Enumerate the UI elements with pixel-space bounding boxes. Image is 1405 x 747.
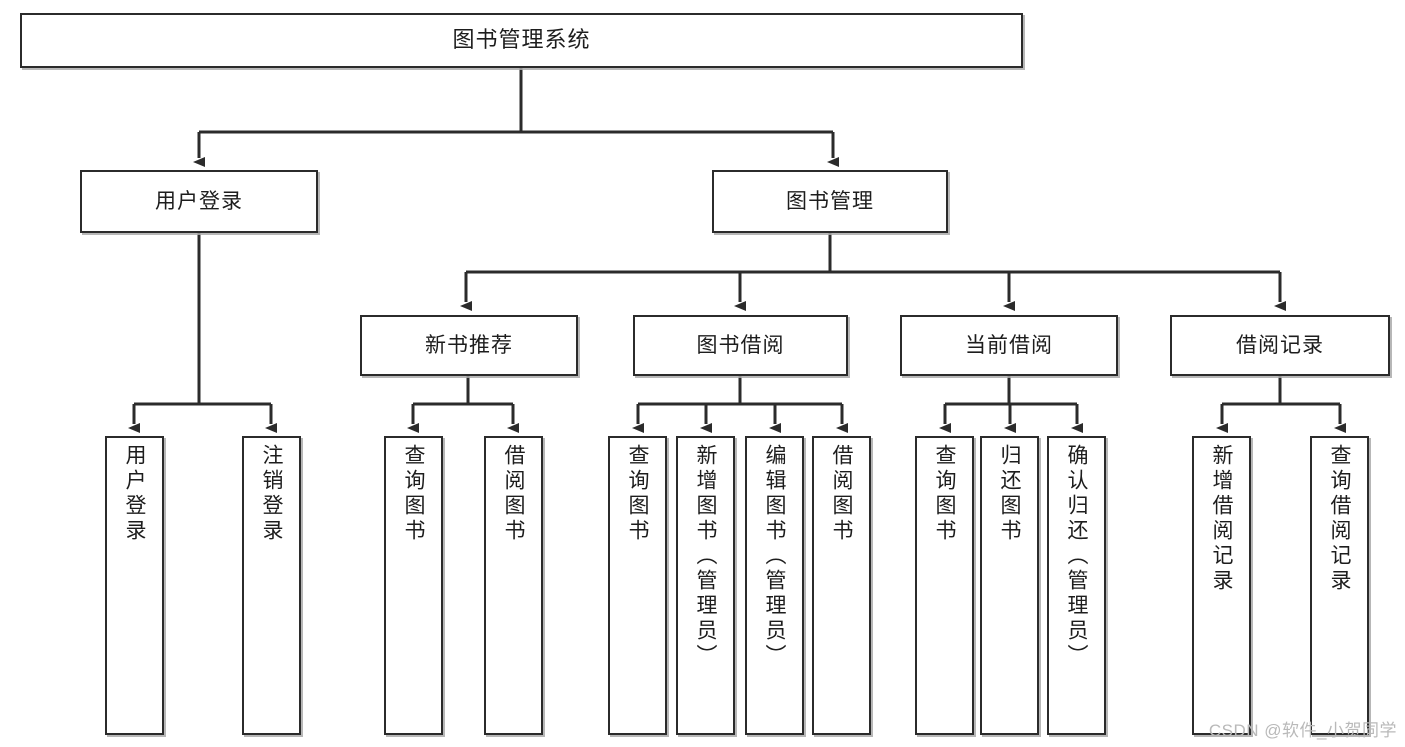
node-label: 图书借阅 bbox=[696, 333, 785, 357]
node-leaf-query-book-1[interactable]: 查询图书 bbox=[384, 436, 443, 735]
node-label: 图书管理 bbox=[786, 189, 874, 213]
node-label: 确认归还（管理员） bbox=[1065, 444, 1088, 669]
watermark-text: CSDN @软件_小贺同学 bbox=[1208, 721, 1397, 740]
node-leaf-borrow-book-1[interactable]: 借阅图书 bbox=[484, 436, 543, 735]
node-label: 新增借阅记录 bbox=[1210, 444, 1233, 594]
node-label: 归还图书 bbox=[998, 444, 1021, 544]
node-leaf-add-book[interactable]: 新增图书（管理员） bbox=[676, 436, 735, 735]
node-book-borrow[interactable]: 图书借阅 bbox=[633, 315, 848, 376]
node-label: 编辑图书（管理员） bbox=[763, 444, 786, 669]
node-leaf-return-book[interactable]: 归还图书 bbox=[980, 436, 1039, 735]
node-label: 借阅图书 bbox=[830, 444, 853, 544]
node-leaf-confirm-return[interactable]: 确认归还（管理员） bbox=[1047, 436, 1106, 735]
node-leaf-query-book-3[interactable]: 查询图书 bbox=[915, 436, 974, 735]
node-label: 用户登录 bbox=[155, 189, 243, 213]
node-label: 当前借阅 bbox=[965, 333, 1053, 357]
node-user-login[interactable]: 用户登录 bbox=[80, 170, 318, 233]
node-label: 用户登录 bbox=[123, 444, 146, 544]
node-label: 查询图书 bbox=[933, 444, 956, 544]
node-root-book-management-system[interactable]: 图书管理系统 bbox=[20, 13, 1023, 68]
node-label: 查询图书 bbox=[402, 444, 425, 544]
node-label: 图书管理系统 bbox=[452, 27, 591, 53]
node-borrow-record[interactable]: 借阅记录 bbox=[1170, 315, 1390, 376]
node-label: 新增图书（管理员） bbox=[694, 444, 717, 669]
node-leaf-borrow-book-2[interactable]: 借阅图书 bbox=[812, 436, 871, 735]
node-label: 查询图书 bbox=[626, 444, 649, 544]
node-current-borrow[interactable]: 当前借阅 bbox=[900, 315, 1118, 376]
node-label: 借阅图书 bbox=[502, 444, 525, 544]
node-new-book-recommend[interactable]: 新书推荐 bbox=[360, 315, 578, 376]
node-leaf-query-record[interactable]: 查询借阅记录 bbox=[1310, 436, 1369, 735]
node-leaf-add-record[interactable]: 新增借阅记录 bbox=[1192, 436, 1251, 735]
node-label: 查询借阅记录 bbox=[1328, 444, 1351, 594]
node-leaf-logout-login[interactable]: 注销登录 bbox=[242, 436, 301, 735]
node-leaf-edit-book[interactable]: 编辑图书（管理员） bbox=[745, 436, 804, 735]
node-leaf-query-book-2[interactable]: 查询图书 bbox=[608, 436, 667, 735]
node-leaf-user-login[interactable]: 用户登录 bbox=[105, 436, 164, 735]
node-label: 注销登录 bbox=[260, 444, 283, 544]
node-book-management[interactable]: 图书管理 bbox=[712, 170, 948, 233]
node-label: 借阅记录 bbox=[1236, 333, 1324, 357]
node-label: 新书推荐 bbox=[425, 333, 513, 357]
